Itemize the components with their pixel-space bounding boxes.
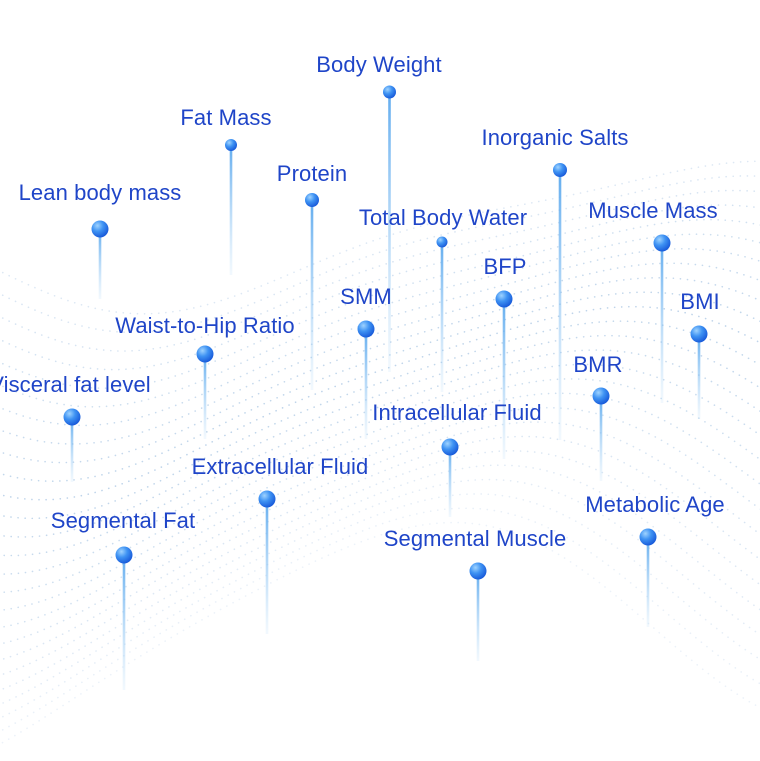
label-waist-to-hip-ratio: Waist-to-Hip Ratio bbox=[115, 313, 295, 338]
wave-line bbox=[0, 291, 760, 483]
label-total-body-water: Total Body Water bbox=[358, 205, 528, 230]
pin-waist-to-hip-ratio bbox=[196, 345, 214, 439]
pin-inorganic-salts bbox=[553, 163, 567, 440]
pin-segmental-muscle bbox=[469, 562, 487, 661]
wave-line bbox=[0, 349, 760, 557]
wave-line bbox=[0, 392, 760, 612]
pin-intracellular-fluid bbox=[441, 438, 459, 517]
wave-line bbox=[0, 204, 760, 371]
pin-metabolic-age bbox=[639, 528, 657, 627]
label-segmental-fat: Segmental Fat bbox=[50, 508, 196, 533]
pin-body-weight bbox=[383, 85, 396, 372]
pin-segmental-fat bbox=[115, 546, 133, 690]
wave-line bbox=[0, 421, 760, 645]
pin-total-body-water bbox=[436, 236, 448, 392]
wave-line bbox=[0, 493, 760, 719]
wave-line bbox=[0, 233, 760, 408]
label-intracellular-fluid: Intracellular Fluid bbox=[372, 400, 542, 425]
wave-line bbox=[0, 247, 760, 427]
wave-line bbox=[0, 435, 760, 661]
wave-line bbox=[0, 305, 760, 501]
wave-line bbox=[0, 160, 760, 315]
pin-muscle-mass bbox=[653, 234, 671, 403]
wave-line bbox=[0, 406, 760, 629]
wave-line bbox=[0, 363, 760, 575]
wave-line bbox=[0, 262, 760, 445]
pin-bfp bbox=[495, 290, 513, 459]
pin-bmr bbox=[592, 387, 610, 481]
pin-protein bbox=[305, 193, 319, 390]
wave-line bbox=[0, 277, 760, 464]
label-bmi: BMI bbox=[680, 289, 720, 314]
label-lean-body-mass: Lean body mass bbox=[18, 180, 182, 205]
pin-fat-mass bbox=[225, 139, 237, 275]
label-segmental-muscle: Segmental Muscle bbox=[383, 526, 567, 551]
label-fat-mass: Fat Mass bbox=[180, 105, 272, 130]
label-bmr: BMR bbox=[573, 352, 623, 377]
pin-smm bbox=[357, 320, 375, 439]
label-bfp: BFP bbox=[483, 254, 527, 279]
label-muscle-mass: Muscle Mass bbox=[588, 198, 718, 223]
label-smm: SMM bbox=[340, 284, 392, 309]
label-protein: Protein bbox=[276, 161, 348, 186]
label-inorganic-salts: Inorganic Salts bbox=[481, 125, 629, 150]
label-extracellular-fluid: Extracellular Fluid bbox=[191, 454, 369, 479]
pin-visceral-fat-level bbox=[63, 408, 81, 482]
wave-line bbox=[0, 218, 760, 390]
label-metabolic-age: Metabolic Age bbox=[585, 492, 725, 517]
label-body-weight: Body Weight bbox=[316, 52, 442, 77]
pin-lean-body-mass bbox=[91, 220, 109, 299]
label-visceral-fat-level: Visceral fat level bbox=[0, 372, 151, 397]
pin-bmi bbox=[690, 325, 708, 419]
wave-line bbox=[0, 507, 760, 733]
pin-extracellular-fluid bbox=[258, 490, 276, 634]
